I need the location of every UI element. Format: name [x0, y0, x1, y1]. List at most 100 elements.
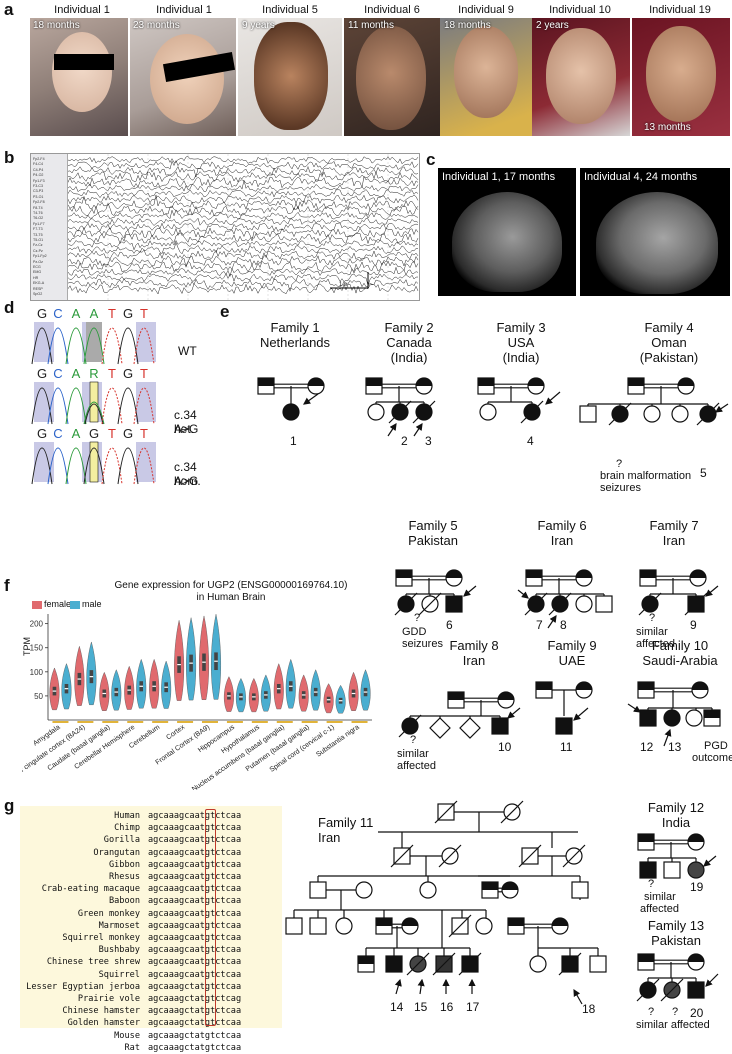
pedigree-male: [571, 881, 589, 899]
tissue-color-bar: [102, 721, 119, 723]
family-7-note-2: affected: [636, 638, 675, 650]
mri-label-1: Individual 1, 17 months: [442, 171, 556, 183]
individual-8-id: 8: [560, 618, 567, 632]
individual-13-id: 13: [668, 740, 682, 754]
y-tick-label: 200: [30, 620, 44, 629]
tissue-color-bar: [276, 721, 293, 723]
tissue-color-bar: [301, 721, 318, 723]
eeg-scale-bar: [330, 272, 369, 289]
wt-base-highlight: [86, 322, 102, 362]
photo-age-3: 9 years: [242, 20, 275, 31]
aligned-sequence: agcaaagcaatgtctcaa: [148, 969, 242, 980]
eeg-channel-trace: [68, 171, 419, 183]
pedigree-female: [689, 569, 707, 587]
pedigree-male: [491, 717, 509, 735]
photo-age-6: 2 years: [536, 20, 569, 31]
deceased-mark: [390, 844, 414, 868]
tissue-color-bar: [177, 721, 194, 723]
pedigree-male: [663, 861, 681, 879]
family-7-note-q: ?: [649, 612, 656, 624]
base-call: T: [140, 426, 148, 441]
chromatogram-peak: [65, 387, 87, 425]
pedigree-female: [335, 917, 353, 935]
label-het-1: c.34 A>G: [174, 408, 199, 436]
eeg-channel-label: T5-O1: [33, 238, 44, 242]
eeg-channel-label: Fp2-F4: [33, 157, 45, 161]
eeg-channel-trace: [68, 159, 419, 170]
photo-caption-6: Individual 10: [549, 4, 611, 16]
proband-arrow: [627, 703, 641, 713]
proband-arrow: [547, 615, 557, 629]
proband-arrow: [573, 707, 589, 721]
pedigree-male: [385, 955, 403, 973]
species-name: Golden hamster: [67, 1018, 140, 1029]
eeg-channel-trace: [68, 226, 419, 242]
aligned-sequence: agcaaagcaatgtctcaa: [148, 884, 242, 895]
eeg-channel-label: SpO2: [33, 292, 43, 296]
species-name: Rhesus: [108, 872, 140, 883]
panel-label-f: f: [4, 576, 10, 595]
y-tick-label: 150: [30, 644, 44, 653]
proband-arrow: [387, 423, 397, 437]
species-name: Rat: [124, 1042, 140, 1053]
deceased-mark: [394, 592, 418, 616]
eeg-channel-label: F4-C4: [33, 162, 43, 167]
deceased-mark: [388, 400, 412, 424]
deceased-mark: [636, 978, 660, 1002]
photo-age-5: 18 months: [444, 20, 491, 31]
pedigree-female: [575, 595, 593, 613]
pedigree-male: [357, 955, 375, 973]
pedigree-male: [481, 881, 499, 899]
proband-arrow: [303, 393, 319, 405]
family-13-note-q2: ?: [672, 1006, 679, 1018]
sequence-list: agcaaagcaatgtctcaa agcaaagcaatgtctcaa agca…: [148, 810, 241, 1054]
pedigree-female: [663, 709, 681, 727]
pedigree-female: [685, 709, 703, 727]
base-call: C: [53, 366, 62, 381]
eeg-channel-label: T3-T5: [33, 232, 43, 237]
eeg-channel-label: Cz-Pz: [33, 248, 43, 253]
eeg-channel-label: ECG: [33, 265, 41, 269]
pedigree-male: [525, 569, 543, 587]
pedigree-female: [687, 861, 705, 879]
pedigree-male: [445, 595, 463, 613]
pedigree-male: [477, 377, 495, 395]
eeg-channel-trace: [68, 266, 419, 278]
proband-arrow: [517, 589, 529, 599]
deceased-mark: [558, 952, 582, 976]
base-call: R: [89, 366, 98, 381]
eeg-channel-trace: [68, 180, 419, 192]
eeg-channel-label: T6-O2: [33, 216, 44, 221]
photo-age-4: 11 months: [348, 20, 394, 31]
proband-arrow: [394, 978, 402, 995]
pedigree-female: [575, 569, 593, 587]
photo-caption-5: Individual 9: [458, 4, 514, 16]
chromatogram-peak: [65, 447, 87, 485]
pedigree-unknown-sex: [429, 717, 451, 739]
proband-arrow: [703, 855, 717, 867]
eeg-channel-trace: [68, 278, 419, 293]
family-12-note-q: ?: [648, 878, 655, 890]
eeg-channel-label: C4-P4: [33, 167, 44, 172]
pedigree-male: [687, 981, 705, 999]
pedigree-male: [627, 377, 645, 395]
patient-photo-3: 9 years: [238, 18, 342, 136]
chromatogram-peak: [83, 447, 105, 485]
tissue-color-bar: [326, 721, 343, 723]
eeg-channel-label: Pz-Oz: [33, 259, 43, 264]
legend-label-female: female: [44, 599, 72, 609]
eeg-channel-label: F3-C3: [33, 184, 43, 188]
eeg-channel-trace: [68, 189, 419, 199]
family-8-note-2: affected: [397, 760, 436, 772]
deceased-mark: [448, 914, 472, 938]
aligned-sequence: agcaaagcaatgtctcaa: [148, 847, 242, 858]
